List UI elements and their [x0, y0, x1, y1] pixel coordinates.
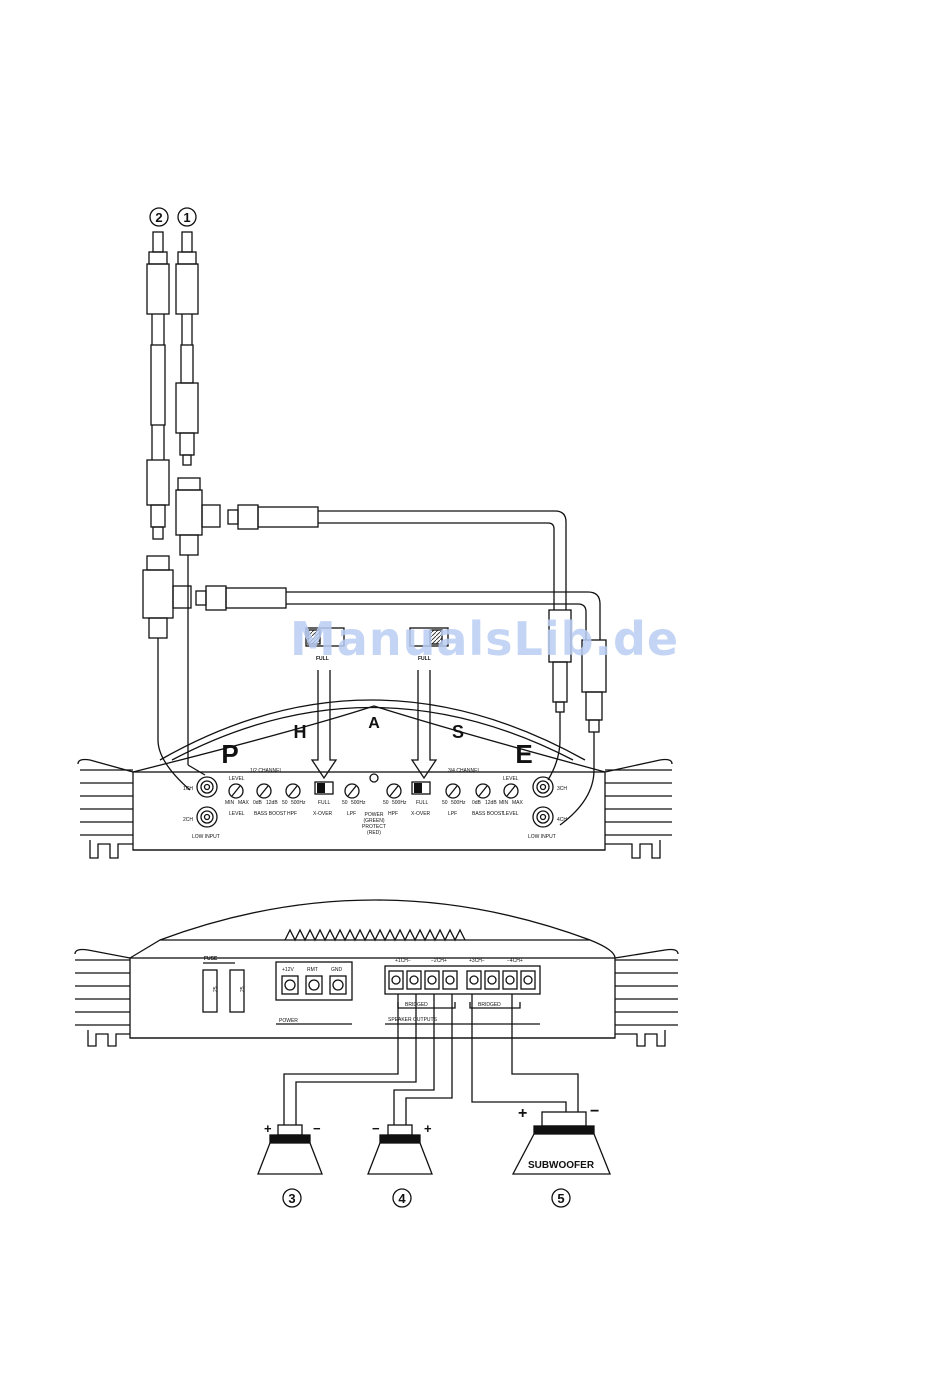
- magnifier-full-left: FULL: [316, 656, 329, 662]
- speaker-outputs-label: SPEAKER OUTPUTS: [388, 1017, 438, 1023]
- hpf-left: HPF: [287, 811, 297, 817]
- label-power: POWER: [279, 1018, 298, 1024]
- led-label-1: POWER: [365, 812, 384, 818]
- speaker-polarity-labels: + − − + + − SUBWOOFER: [264, 1103, 599, 1171]
- low-input-right: LOW INPUT: [528, 834, 556, 840]
- level-left: LEVEL: [229, 811, 245, 817]
- label-ch4: −4CH+: [507, 958, 523, 964]
- level-top-right: LEVEL: [503, 776, 519, 782]
- switch-detail-right: [409, 627, 449, 780]
- fuse-value-1: 25: [213, 986, 219, 992]
- label-rmt: RMT: [307, 967, 318, 973]
- db12-right: 12dB: [485, 800, 497, 806]
- callout-4: 4: [398, 1191, 406, 1206]
- callout-3: 3: [288, 1191, 295, 1206]
- label-2ch: 2CH: [183, 817, 193, 823]
- speaker4-plus: +: [424, 1121, 432, 1136]
- callout-labels: 2 1 3 4 5: [155, 210, 564, 1206]
- callout-1: 1: [183, 210, 190, 225]
- label-3ch: 3CH: [557, 786, 567, 792]
- switch-detail-left: [305, 627, 345, 780]
- fuse-label: FUSE: [204, 956, 218, 962]
- db0-right: 0dB: [472, 800, 482, 806]
- subwoofer-label: SUBWOOFER: [528, 1160, 595, 1171]
- y-adapter-lower: [142, 555, 601, 791]
- callout-2: 2: [155, 210, 162, 225]
- full-right: FULL: [416, 800, 428, 806]
- top-panel-labels: 1/2 CHANNEL 3/4 CHANNEL 1CH 2CH 3CH 4CH …: [183, 656, 567, 840]
- brand-letter-e: E: [515, 739, 532, 769]
- brand-lettering: P H A S E: [221, 715, 532, 769]
- label-1ch: 1CH: [183, 786, 193, 792]
- fuse-value-2: 25: [240, 986, 246, 992]
- label-4ch: 4CH: [557, 817, 567, 823]
- max-right: MAX: [512, 800, 524, 806]
- led-label-2: (GREEN): [363, 818, 384, 824]
- min-left: MIN: [225, 800, 235, 806]
- speaker3-minus: −: [313, 1121, 321, 1136]
- ch12-header: 1/2 CHANNEL: [250, 768, 282, 774]
- speaker-4: [367, 1124, 433, 1175]
- top-amplifier: [77, 699, 673, 859]
- db0-left: 0dB: [253, 800, 263, 806]
- hz500-c: 500Hz: [392, 800, 407, 806]
- brand-letter-s: S: [452, 722, 464, 742]
- x-over-left: X-OVER: [313, 811, 333, 817]
- level-right: LEVEL: [503, 811, 519, 817]
- bass-boost-left: BASS BOOST: [254, 811, 286, 817]
- label-ch3: +3CH−: [469, 958, 485, 964]
- bottom-amplifier: [74, 899, 679, 1047]
- led-label-3: PROTECT: [362, 824, 386, 830]
- brand-letter-p: P: [221, 739, 238, 769]
- ch34-header: 3/4 CHANNEL: [448, 768, 480, 774]
- rca-cable-1: [175, 207, 199, 466]
- speaker-3: [257, 1124, 323, 1175]
- x-over-right: X-OVER: [411, 811, 431, 817]
- bass-boost-right: BASS BOOST: [472, 811, 504, 817]
- led-label-4: (RED): [367, 830, 381, 836]
- label-12v: +12V: [282, 967, 294, 973]
- speaker3-plus: +: [264, 1121, 272, 1136]
- rca-plug-right-a: [547, 609, 572, 781]
- bridged-right: BRIDGED: [478, 1002, 501, 1008]
- magnifier-full-right: FULL: [418, 656, 431, 662]
- full-left: FULL: [318, 800, 330, 806]
- rca-cable-2: [146, 207, 170, 540]
- hz500-b: 500Hz: [351, 800, 366, 806]
- hz500-a: 500Hz: [291, 800, 306, 806]
- hz50-a: 50: [282, 800, 288, 806]
- label-ch2: −2CH+: [431, 958, 447, 964]
- sub-minus: −: [590, 1103, 599, 1120]
- min-right: MIN: [499, 800, 509, 806]
- lpf-right: LPF: [448, 811, 457, 817]
- speaker4-minus: −: [372, 1121, 380, 1136]
- max-left: MAX: [238, 800, 250, 806]
- y-adapter-upper: [175, 477, 567, 776]
- watermark: ManualsLib.de: [290, 612, 680, 666]
- bridged-left: BRIDGED: [405, 1002, 428, 1008]
- hz500-d: 500Hz: [451, 800, 466, 806]
- bottom-panel-labels: FUSE 25 25 +12V RMT GND POWER +1CH− −2CH…: [204, 956, 523, 1024]
- label-gnd: GND: [331, 967, 343, 973]
- speaker-wires: [283, 994, 579, 1125]
- label-ch1: +1CH−: [395, 958, 411, 964]
- low-input-left: LOW INPUT: [192, 834, 220, 840]
- callout-5: 5: [557, 1191, 564, 1206]
- subwoofer-speaker: [511, 1111, 611, 1175]
- hz50-c: 50: [383, 800, 389, 806]
- lpf-left: LPF: [347, 811, 356, 817]
- brand-letter-a: A: [368, 715, 380, 732]
- db12-left: 12dB: [266, 800, 278, 806]
- hz50-b: 50: [342, 800, 348, 806]
- hpf-right: HPF: [388, 811, 398, 817]
- rca-plug-right-b: [559, 639, 607, 826]
- brand-letter-h: H: [294, 722, 307, 742]
- hz50-d: 50: [442, 800, 448, 806]
- level-top-left: LEVEL: [229, 776, 245, 782]
- sub-plus: +: [518, 1105, 527, 1122]
